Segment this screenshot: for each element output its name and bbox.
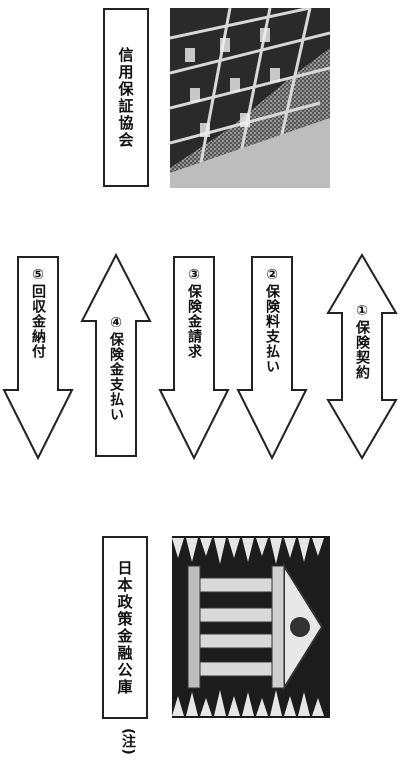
footnote-mark: (注): [118, 728, 138, 755]
arrow-premium-payment: ②保険料支払い: [236, 255, 308, 460]
arrow-recovery-payment-label: ⑤回収金納付: [28, 267, 48, 359]
arrow-insurance-contract: ①保険契約: [326, 253, 398, 460]
arrow-insurance-claim: ③保険金請求: [158, 255, 230, 460]
japan-finance-corporation-label: 日本政策金融公庫: [115, 560, 136, 696]
credit-guarantee-association-label: 信用保証協会: [116, 47, 137, 149]
japan-finance-corporation-box: 日本政策金融公庫: [102, 536, 148, 719]
arrow-insurance-claim-label: ③保険金請求: [184, 267, 204, 359]
office-building-photo: [170, 8, 330, 188]
arrow-insurance-payout: ④保険金支払い: [80, 253, 152, 458]
arrow-recovery-payment: ⑤回収金納付: [2, 255, 74, 460]
credit-guarantee-association-box: 信用保証協会: [103, 8, 149, 187]
arrow-insurance-contract-label: ①保険契約: [352, 303, 372, 380]
classical-building-illustration: [172, 536, 330, 718]
arrow-premium-payment-label: ②保険料支払い: [262, 267, 282, 374]
arrow-insurance-payout-label: ④保険金支払い: [106, 315, 126, 422]
